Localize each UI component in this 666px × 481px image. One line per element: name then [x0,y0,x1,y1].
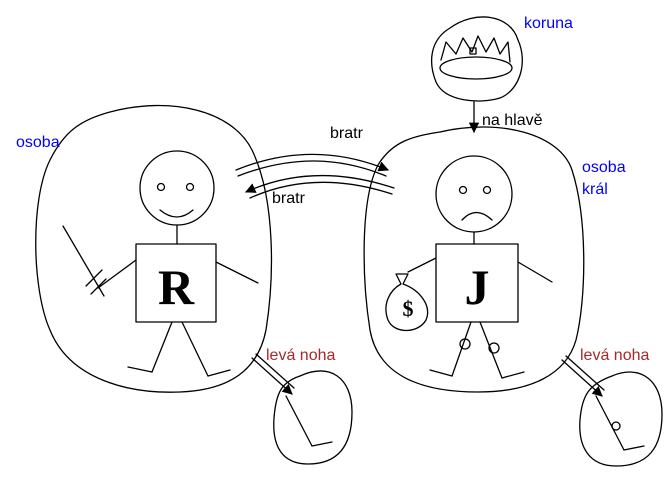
brother-label-top: bratr [330,125,364,142]
brother-arrow-bottom [245,175,395,199]
crown-node [430,16,523,102]
on-head-label: na hlavě [482,112,543,129]
right-person-role-label: král [582,181,608,198]
left-head [139,150,215,226]
left-figure-letter: R [158,259,195,315]
crown-class-label: koruna [524,15,573,32]
sword-icon [62,225,107,297]
money-bag-symbol: $ [403,296,414,321]
right-head [435,155,513,233]
left-person-node: R [35,104,273,393]
right-person-class-label: osoba [582,159,626,176]
left-leg-node-right-person [561,355,663,467]
right-person-node: J $ [363,126,585,393]
brother-label-bottom: bratr [272,190,306,207]
crown-icon [439,35,513,80]
brother-arrow-top [235,153,389,177]
left-person-class-label: osoba [16,134,60,151]
left-leg-node-left-person [251,353,353,465]
right-figure-letter: J [465,259,490,315]
left-leg-label-left: levá noha [266,347,335,364]
left-leg-label-right: levá noha [580,347,649,364]
money-bag-icon: $ [385,273,429,332]
